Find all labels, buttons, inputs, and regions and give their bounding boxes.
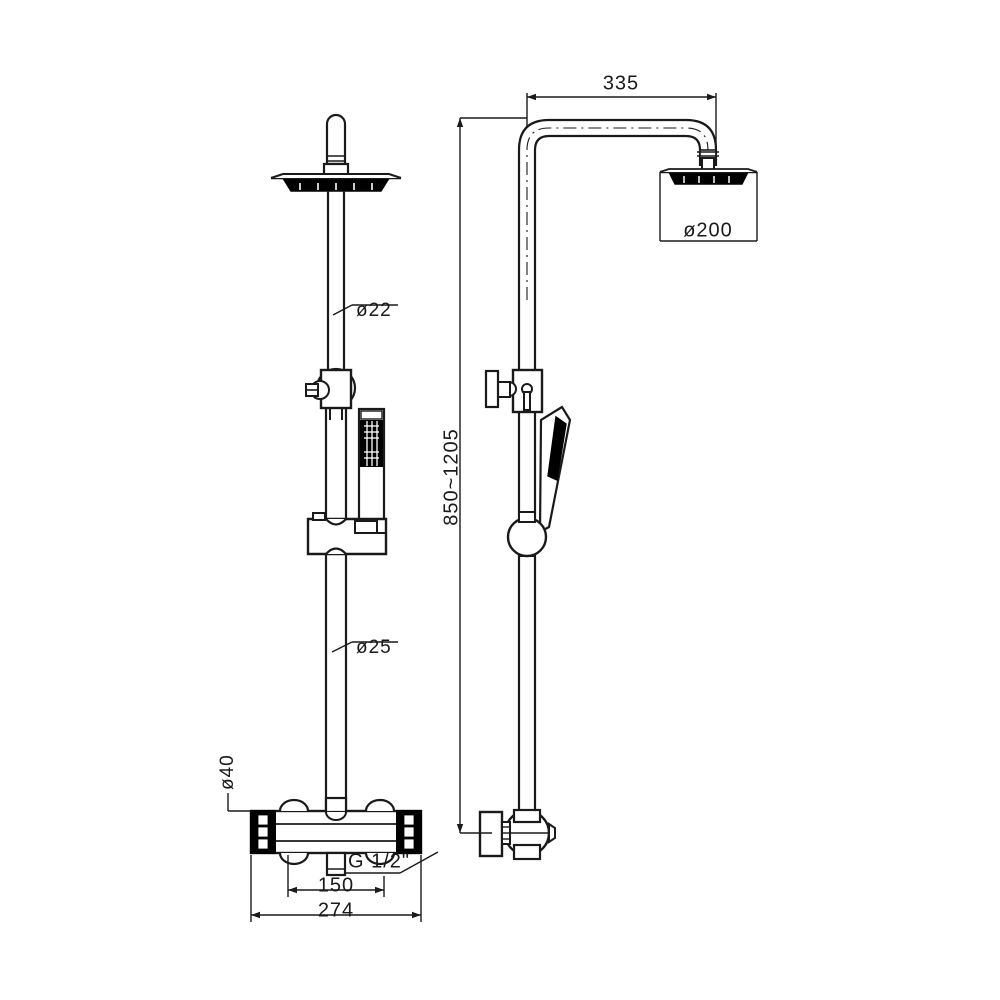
label-d200: ø200 <box>683 219 733 241</box>
riser-rail-upper <box>326 191 346 372</box>
label-d22: ø22 <box>356 300 392 321</box>
valve-handle <box>478 810 511 858</box>
overhead-shower-head <box>659 168 758 185</box>
dim-leader-d25 <box>331 641 398 653</box>
dimension-labels: ø22 ø25 ø40 ø200 335 850~1205 G 1/2" 150… <box>217 72 733 921</box>
riser-rail-lower <box>324 408 348 810</box>
front-elevation-view <box>249 113 423 877</box>
inlet-connector <box>325 851 347 877</box>
label-height-range: 850~1205 <box>440 428 462 526</box>
label-335: 335 <box>603 72 639 94</box>
thermostatic-valve-body <box>249 796 423 877</box>
dim-274 <box>250 855 422 922</box>
head-swivel-joint <box>322 113 350 180</box>
slider-bracket <box>484 368 544 414</box>
dim-leader-thread <box>345 851 439 874</box>
label-thread: G 1/2" <box>348 850 410 872</box>
swan-neck-arm <box>517 118 718 300</box>
dim-d200-box <box>659 172 758 242</box>
dim-leader-d40 <box>227 793 251 812</box>
label-d40: ø40 <box>217 754 238 790</box>
slider-knob <box>484 369 517 409</box>
handheld-shower <box>538 405 572 534</box>
slider-bracket <box>305 367 357 420</box>
overhead-shower-head <box>270 173 402 192</box>
handheld-holder <box>506 511 548 558</box>
side-view-dimensions <box>456 93 758 834</box>
side-elevation-view <box>478 118 758 861</box>
front-view-dimensions <box>227 304 439 922</box>
thermostatic-valve-body <box>478 808 556 861</box>
label-150: 150 <box>318 874 354 896</box>
label-274: 274 <box>318 899 354 921</box>
dim-leader-d22 <box>332 304 398 316</box>
slider-knob <box>305 380 330 400</box>
label-d25: ø25 <box>356 637 392 658</box>
dim-335 <box>526 93 717 166</box>
handheld-holder <box>306 512 388 556</box>
dim-150 <box>287 855 385 897</box>
dim-height-range <box>456 117 527 834</box>
